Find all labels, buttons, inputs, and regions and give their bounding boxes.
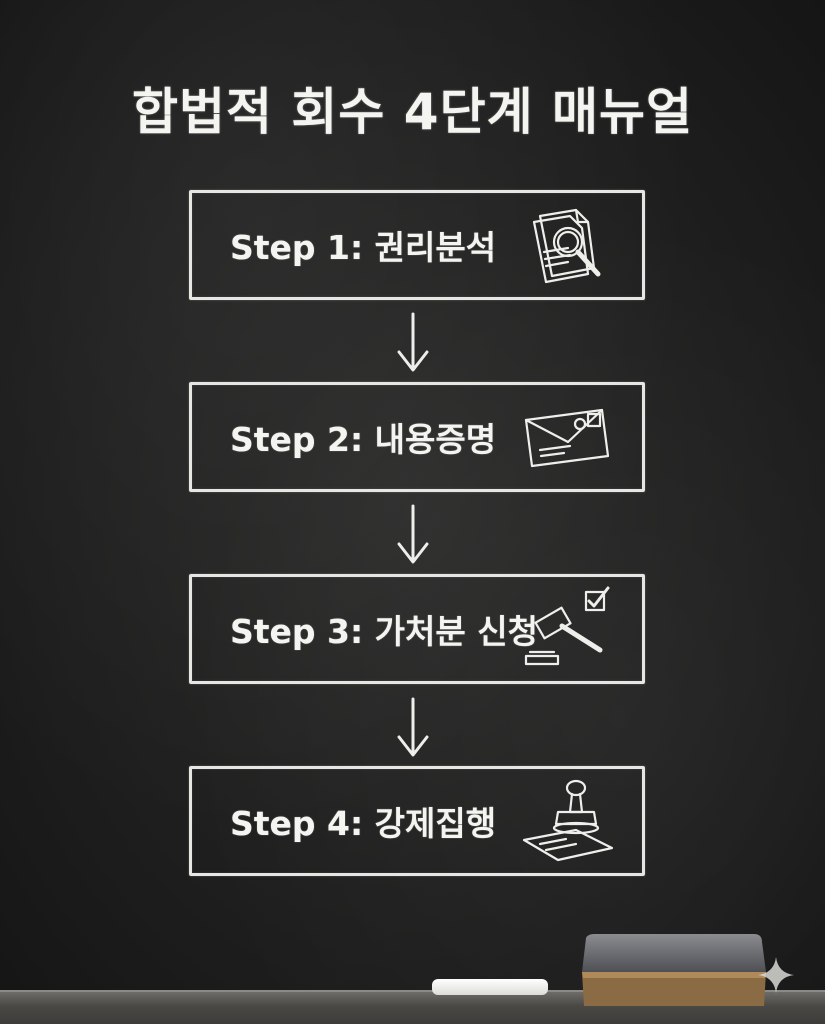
step-1-label: Step 1: 권리분석 <box>230 228 497 267</box>
step-1-box: Step 1: 권리분석 <box>189 190 645 300</box>
step-4-label: Step 4: 강제집행 <box>230 804 497 843</box>
page-title: 합법적 회수 4단계 매뉴얼 <box>131 83 693 141</box>
arrow-down-icon <box>397 697 429 757</box>
envelope-icon <box>524 408 610 468</box>
document-magnifier-icon <box>532 208 601 284</box>
step-2-label: Step 2: 내용증명 <box>230 420 497 459</box>
chalk-stick <box>432 979 548 995</box>
step-3-box: Step 3: 가처분 신청 <box>189 574 645 684</box>
sparkle-icon <box>758 957 794 993</box>
step-4-box: Step 4: 강제집행 <box>189 766 645 876</box>
step-2-box: Step 2: 내용증명 <box>189 382 645 492</box>
gavel-checkbox-icon <box>524 586 610 666</box>
arrow-down-icon <box>397 312 429 372</box>
eraser-icon <box>582 934 766 1006</box>
arrow-down-icon <box>397 504 429 564</box>
step-3-label: Step 3: 가처분 신청 <box>230 612 538 651</box>
stamp-document-icon <box>522 779 614 862</box>
